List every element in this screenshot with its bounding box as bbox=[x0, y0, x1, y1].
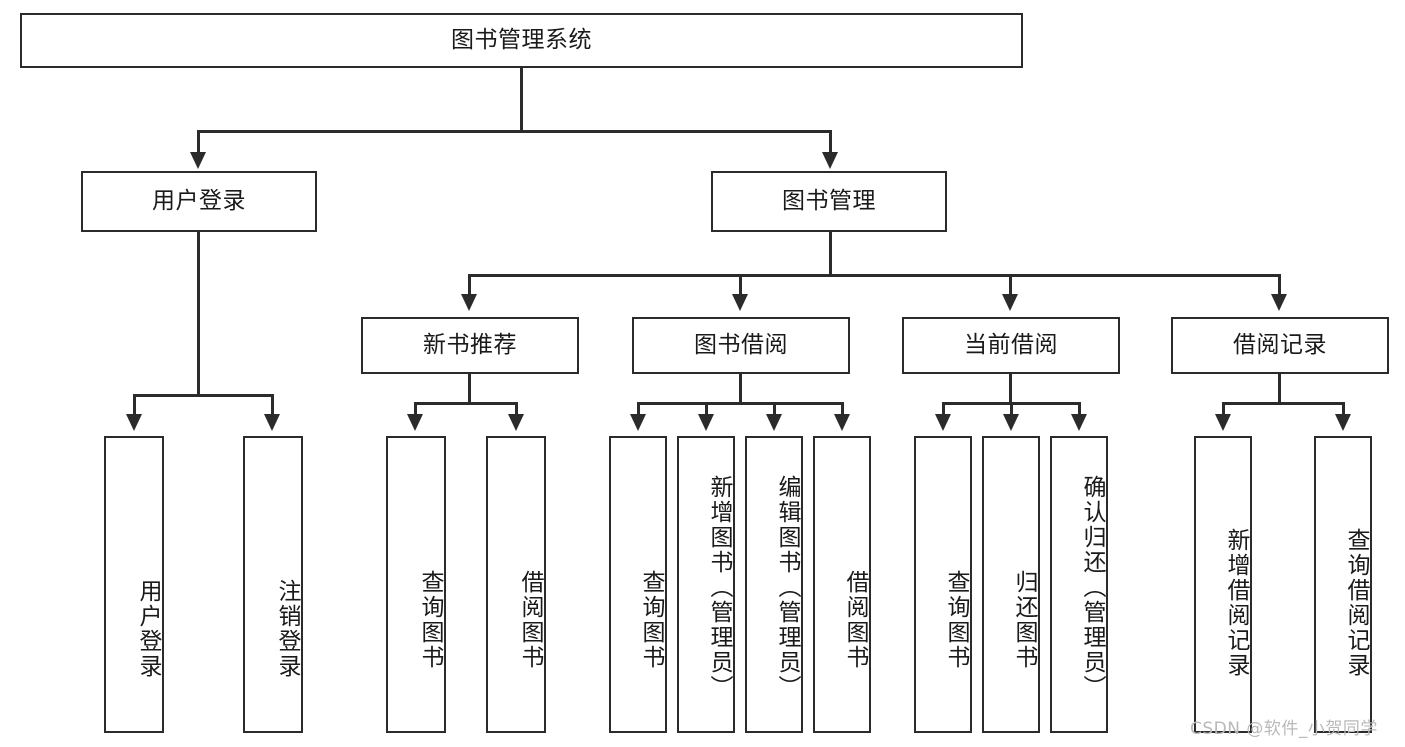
node-leaf-borrow-book-2[interactable]: 借阅图书 bbox=[813, 436, 871, 733]
connector-bb-to-leaf-3 bbox=[773, 402, 776, 416]
connector-user-login-bus bbox=[133, 394, 273, 397]
node-label: 查询图书 bbox=[943, 569, 969, 670]
arrowhead-leaf-borrow-book-2 bbox=[834, 414, 850, 431]
node-label: 查询借阅记录 bbox=[1343, 527, 1369, 678]
node-label: 注销登录 bbox=[274, 578, 300, 679]
arrowhead-book-borrow bbox=[732, 294, 748, 311]
connector-bb-to-leaf-4 bbox=[841, 402, 844, 416]
node-new-book-rec[interactable]: 新书推荐 bbox=[361, 317, 579, 374]
node-label: 新增借阅记录 bbox=[1223, 527, 1249, 678]
node-leaf-borrow-book-1[interactable]: 借阅图书 bbox=[486, 436, 546, 733]
node-leaf-user-login[interactable]: 用户登录 bbox=[104, 436, 164, 733]
connector-borrowrecord-bus bbox=[1222, 402, 1344, 405]
node-label: 查询图书 bbox=[417, 569, 443, 670]
arrowhead-leaf-add-record bbox=[1215, 414, 1231, 431]
connector-bb-to-leaf-2 bbox=[705, 402, 708, 416]
connector-root-trunk bbox=[520, 68, 523, 130]
connector-bm-to-bookborrow bbox=[739, 274, 742, 296]
arrowhead-leaf-query-record bbox=[1335, 414, 1351, 431]
arrowhead-user-login bbox=[190, 152, 206, 169]
node-label: 图书借阅 bbox=[694, 332, 788, 359]
connector-br-to-leaf-2 bbox=[1342, 402, 1345, 416]
connector-root-to-book-manage bbox=[829, 130, 832, 154]
node-label: 新增图书（管理员） bbox=[706, 475, 732, 700]
connector-user-login-to-leaf-2 bbox=[271, 394, 274, 416]
connector-newbook-trunk bbox=[468, 374, 471, 402]
arrowhead-leaf-confirm-return bbox=[1071, 414, 1087, 431]
node-label: 借阅记录 bbox=[1233, 332, 1327, 359]
node-label: 图书管理系统 bbox=[451, 27, 592, 54]
arrowhead-leaf-query-book-1 bbox=[407, 414, 423, 431]
node-leaf-query-record[interactable]: 查询借阅记录 bbox=[1314, 436, 1372, 733]
node-current-borrow[interactable]: 当前借阅 bbox=[902, 317, 1120, 374]
connector-bm-to-newbook bbox=[468, 274, 471, 296]
arrowhead-current-borrow bbox=[1002, 294, 1018, 311]
node-borrow-record[interactable]: 借阅记录 bbox=[1171, 317, 1389, 374]
connector-root-bus bbox=[197, 130, 832, 133]
node-user-login[interactable]: 用户登录 bbox=[81, 171, 317, 232]
node-label: 查询图书 bbox=[638, 569, 664, 670]
connector-bookborrow-bus bbox=[637, 402, 844, 405]
csdn-watermark: CSDN @软件_小贺同学 bbox=[1190, 719, 1378, 739]
connector-bookborrow-trunk bbox=[739, 374, 742, 402]
connector-root-to-user-login bbox=[197, 130, 200, 154]
arrowhead-leaf-borrow-book-1 bbox=[508, 414, 524, 431]
node-label: 借阅图书 bbox=[842, 569, 868, 670]
connector-br-to-leaf-1 bbox=[1222, 402, 1225, 416]
node-leaf-add-book[interactable]: 新增图书（管理员） bbox=[677, 436, 735, 733]
connector-user-login-to-leaf-1 bbox=[133, 394, 136, 416]
connector-newbook-bus bbox=[414, 402, 518, 405]
connector-newbook-to-leaf-2 bbox=[515, 402, 518, 416]
arrowhead-leaf-user-login bbox=[126, 414, 142, 431]
node-leaf-query-book-2[interactable]: 查询图书 bbox=[609, 436, 667, 733]
arrowhead-new-book-rec bbox=[461, 294, 477, 311]
node-leaf-query-book-1[interactable]: 查询图书 bbox=[386, 436, 446, 733]
node-label: 借阅图书 bbox=[517, 569, 543, 670]
node-label: 新书推荐 bbox=[423, 332, 517, 359]
connector-cb-to-leaf-1 bbox=[942, 402, 945, 416]
connector-currentborrow-trunk bbox=[1009, 374, 1012, 402]
connector-bm-to-borrowrecord bbox=[1278, 274, 1281, 296]
arrowhead-borrow-record bbox=[1271, 294, 1287, 311]
node-label: 确认归还（管理员） bbox=[1079, 475, 1105, 700]
connector-borrowrecord-trunk bbox=[1278, 374, 1281, 402]
arrowhead-leaf-add-book bbox=[698, 414, 714, 431]
connector-book-manage-trunk bbox=[829, 232, 832, 274]
node-leaf-return-book[interactable]: 归还图书 bbox=[982, 436, 1040, 733]
arrowhead-leaf-query-book-2 bbox=[630, 414, 646, 431]
connector-bb-to-leaf-1 bbox=[637, 402, 640, 416]
arrowhead-leaf-query-book-3 bbox=[935, 414, 951, 431]
connector-cb-to-leaf-3 bbox=[1078, 402, 1081, 416]
node-label: 编辑图书（管理员） bbox=[774, 475, 800, 700]
node-leaf-user-logout[interactable]: 注销登录 bbox=[243, 436, 303, 733]
node-book-borrow[interactable]: 图书借阅 bbox=[632, 317, 850, 374]
connector-user-login-trunk bbox=[197, 232, 200, 394]
arrowhead-leaf-edit-book bbox=[766, 414, 782, 431]
node-leaf-add-record[interactable]: 新增借阅记录 bbox=[1194, 436, 1252, 733]
node-label: 归还图书 bbox=[1011, 569, 1037, 670]
node-leaf-edit-book[interactable]: 编辑图书（管理员） bbox=[745, 436, 803, 733]
node-label: 用户登录 bbox=[152, 188, 246, 215]
node-root-system[interactable]: 图书管理系统 bbox=[20, 13, 1023, 68]
node-label: 用户登录 bbox=[135, 578, 161, 679]
connector-bm-to-currentborrow bbox=[1009, 274, 1012, 296]
connector-cb-to-leaf-2 bbox=[1010, 402, 1013, 416]
node-leaf-confirm-return[interactable]: 确认归还（管理员） bbox=[1050, 436, 1108, 733]
connector-newbook-to-leaf-1 bbox=[414, 402, 417, 416]
arrowhead-book-manage bbox=[822, 152, 838, 169]
node-label: 当前借阅 bbox=[964, 332, 1058, 359]
node-label: 图书管理 bbox=[782, 188, 876, 215]
connector-book-manage-bus bbox=[468, 274, 1280, 277]
node-leaf-query-book-3[interactable]: 查询图书 bbox=[914, 436, 972, 733]
arrowhead-leaf-user-logout bbox=[264, 414, 280, 431]
arrowhead-leaf-return-book bbox=[1003, 414, 1019, 431]
node-book-manage[interactable]: 图书管理 bbox=[711, 171, 947, 232]
